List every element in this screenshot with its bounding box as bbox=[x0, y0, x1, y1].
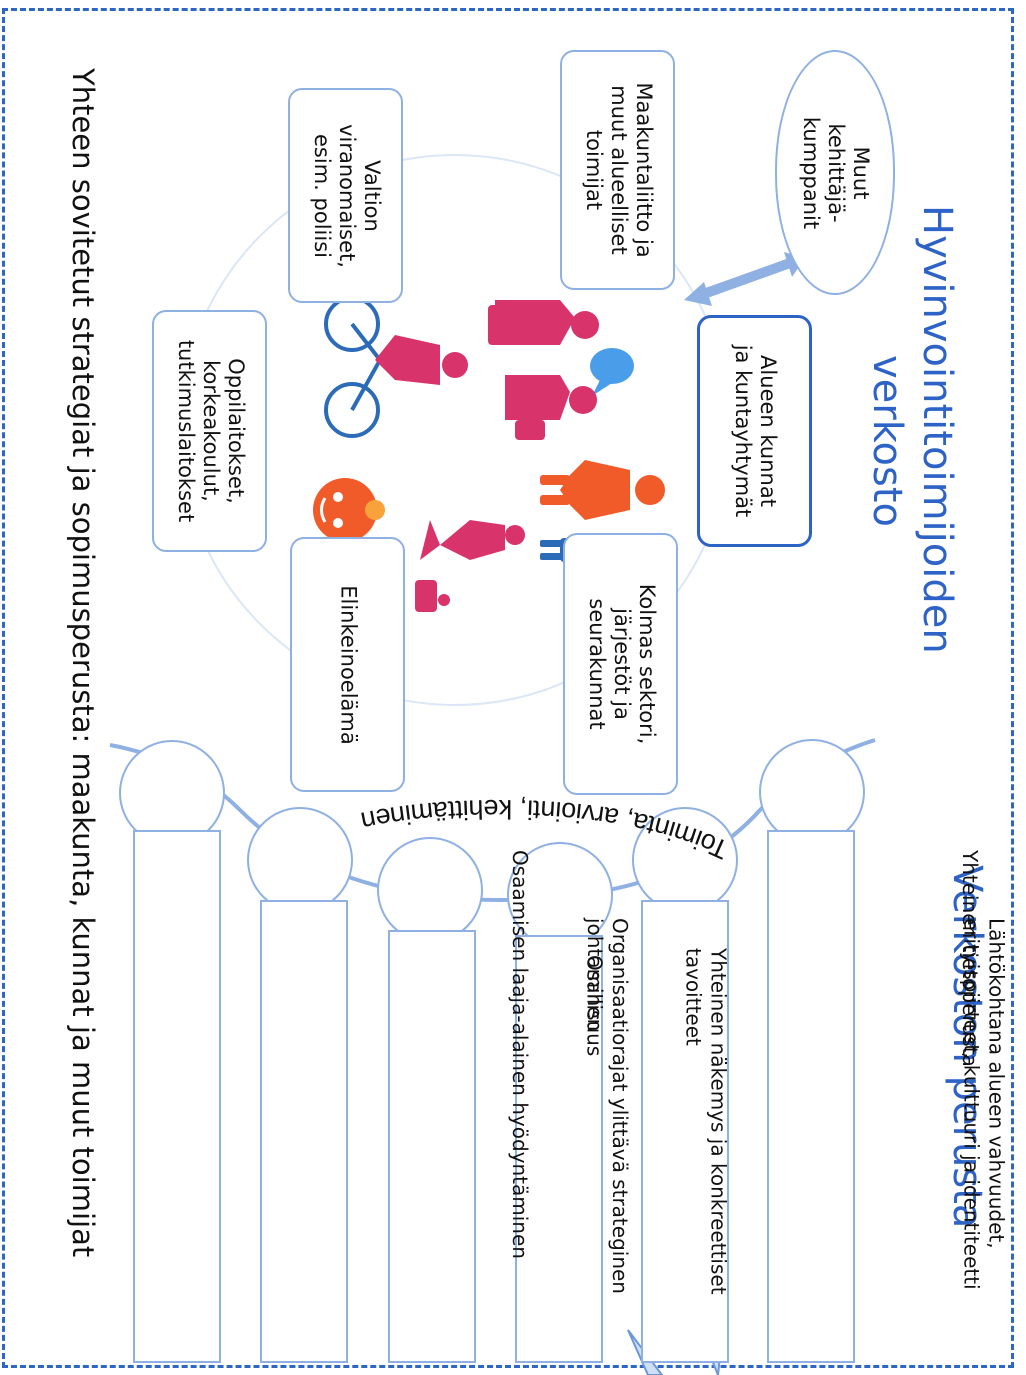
woman-icon bbox=[540, 460, 665, 520]
pillar-regional-strengths-line1: Lähtökohtana alueen vahvuudet, bbox=[984, 918, 1009, 1249]
actor-third-sector-line3: seurakunnat bbox=[583, 598, 608, 730]
couple-icon bbox=[488, 300, 599, 440]
actor-other-partners-line1: Muut bbox=[848, 146, 873, 199]
actor-education: Oppilaitokset, korkeakoulut, tutkimuslai… bbox=[152, 310, 267, 552]
pillar-head bbox=[247, 807, 353, 913]
pillar-head bbox=[377, 837, 483, 943]
pillar-strategic-leadership-line2: johtaminen bbox=[583, 918, 607, 1032]
actor-state: Valtion viranomaiset, esim. poliisi bbox=[288, 88, 403, 303]
speech-bubble-icon bbox=[590, 348, 634, 396]
actor-regional-line1: Maakuntaliitto ja bbox=[631, 82, 656, 258]
actor-municipalities-line1: Alueen kunnat bbox=[755, 355, 780, 507]
actor-other-partners-line3: kumppanit bbox=[798, 116, 823, 229]
smiling-face-icon bbox=[313, 478, 385, 542]
actor-state-line2: viranomaiset, bbox=[334, 123, 359, 268]
actor-education-line2: korkeakoulut, bbox=[198, 360, 223, 502]
actor-municipalities: Alueen kunnat ja kuntayhtymät bbox=[697, 315, 812, 547]
actor-business: Elinkeinoelämä bbox=[290, 537, 405, 792]
actor-other-partners: Muut kehittäjä- kumppanit bbox=[775, 50, 895, 295]
actor-state-line3: esim. poliisi bbox=[308, 133, 333, 258]
pillar-regional-strengths: Lähtökohtana alueen vahvuudet, erityispi… bbox=[641, 900, 1009, 1363]
pillar-heads bbox=[119, 739, 865, 948]
pillar-head bbox=[759, 739, 865, 845]
dashed-frame bbox=[2, 8, 1014, 1368]
pillar-strategic-leadership-line1: Organisaatiorajat ylittävä strateginen bbox=[608, 918, 632, 1294]
double-arrow-icon bbox=[684, 252, 805, 306]
actor-third-sector-line2: järjestöt ja bbox=[609, 608, 634, 720]
pillar-shared-knowledge: Yhteinen tietoperusta bbox=[767, 830, 982, 1363]
actor-state-line1: Valtion bbox=[359, 159, 384, 232]
pillar-shared-vision: Yhteinen näkemys ja konkreettiset tavoit… bbox=[388, 930, 731, 1363]
pillar-competence-utilisation: Osaamisen laaja-alainen hyödyntäminen bbox=[133, 830, 532, 1363]
pillar-strategic-leadership: Organisaatiorajat ylittävä strateginen j… bbox=[260, 900, 632, 1363]
actor-third-sector-line1: Kolmas sektori, bbox=[634, 583, 659, 745]
pillar-regional-strengths-line2: erityispiirteet, kulttuuri ja identiteet… bbox=[959, 918, 984, 1290]
actor-business-line1: Elinkeinoelämä bbox=[336, 584, 361, 745]
pillar-participation: Osallisuus bbox=[515, 935, 606, 1363]
actor-regional: Maakuntaliitto ja muut alueelliset toimi… bbox=[560, 50, 675, 290]
actor-third-sector: Kolmas sektori, järjestöt ja seurakunnat bbox=[563, 533, 678, 795]
actor-regional-line3: toimijat bbox=[580, 129, 605, 211]
actor-other-partners-line2: kehittäjä- bbox=[823, 122, 848, 223]
actor-regional-line2: muut alueelliset bbox=[606, 85, 631, 255]
pillar-competence-utilisation-line1: Osaamisen laaja-alainen hyödyntäminen bbox=[507, 850, 532, 1259]
cyclist-icon bbox=[324, 296, 468, 438]
walker-with-dog-icon bbox=[415, 520, 525, 612]
actor-education-line1: Oppilaitokset, bbox=[223, 358, 248, 504]
actor-education-line3: tutkimuslaitokset bbox=[172, 339, 197, 523]
actor-municipalities-line2: ja kuntayhtymät bbox=[730, 344, 755, 518]
pillar-shared-vision-line2: tavoitteet bbox=[681, 948, 706, 1046]
pillar-shared-vision-line1: Yhteinen näkemys ja konkreettiset bbox=[706, 948, 731, 1295]
